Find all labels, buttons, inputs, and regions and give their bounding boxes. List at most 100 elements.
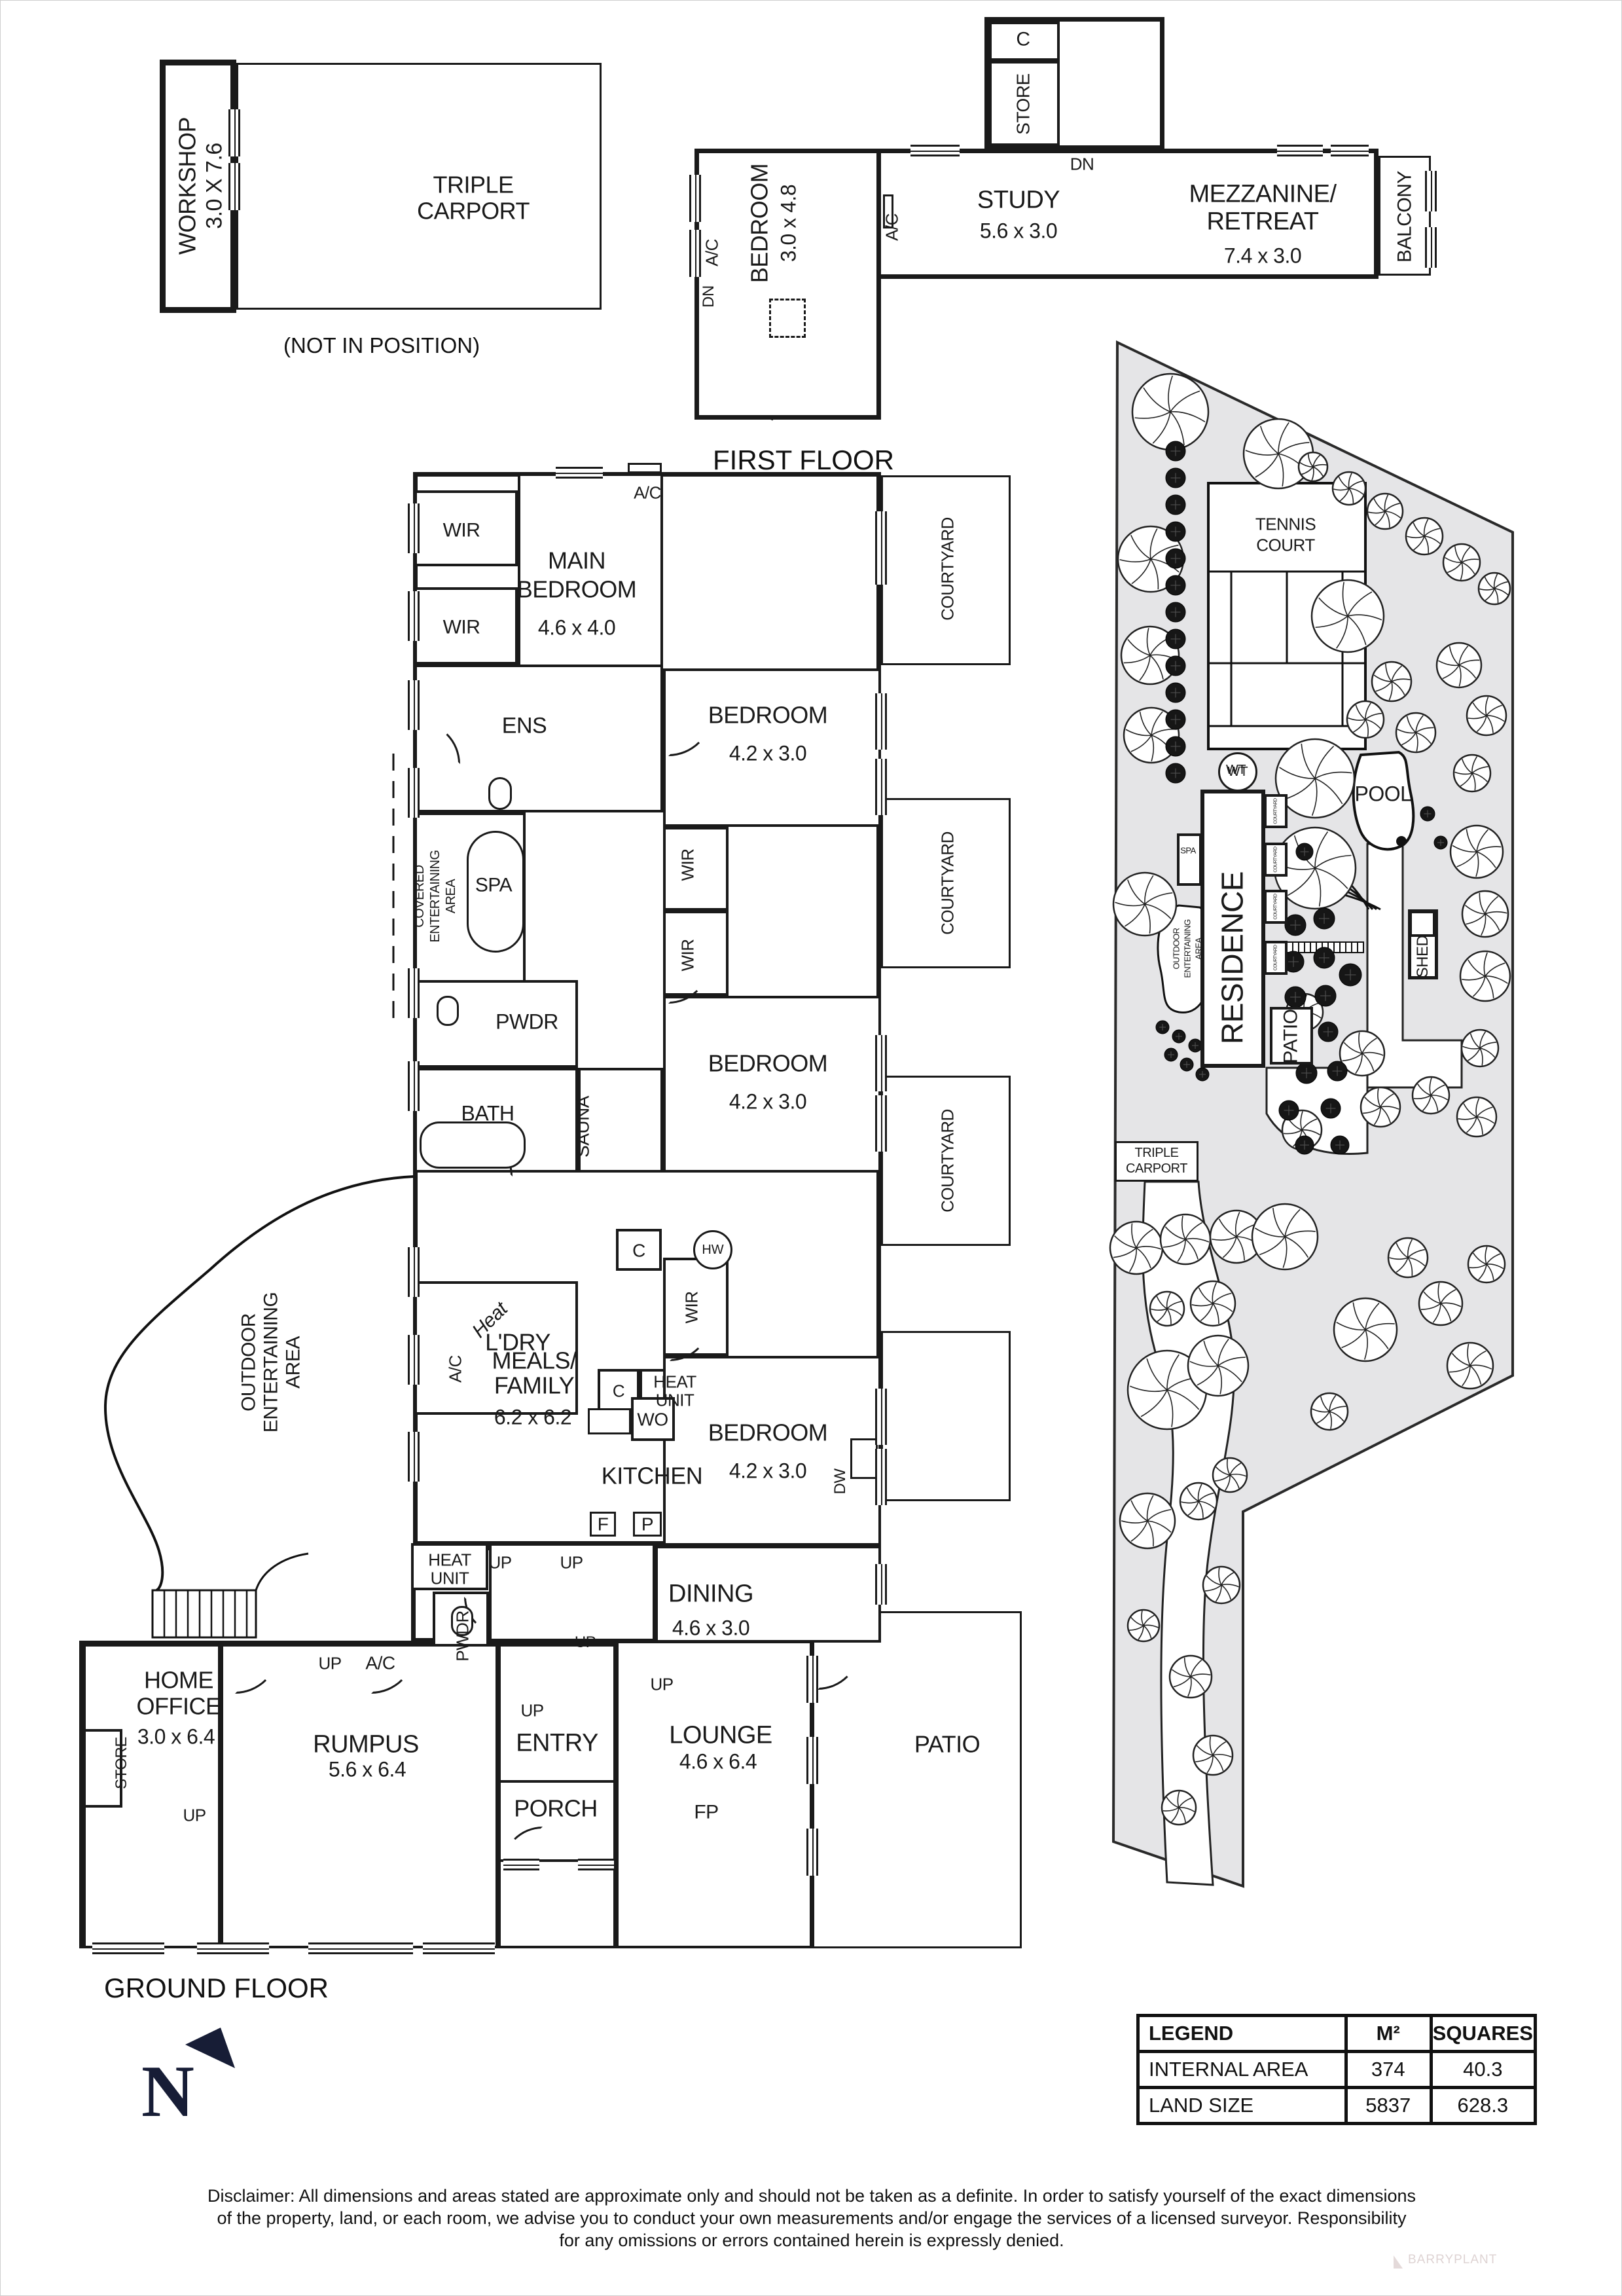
tree-icon — [1387, 1237, 1429, 1279]
tree-icon — [1212, 1457, 1248, 1493]
gf-bedroom1-dims-label: 4.2 x 3.0 — [729, 741, 807, 765]
tree-icon — [1112, 871, 1178, 937]
shrub-icon — [1295, 1135, 1314, 1155]
gf-outdoor-1-label: OUTDOOR — [238, 1313, 260, 1412]
gf-dw-label: DW — [831, 1468, 849, 1495]
window-icon — [408, 968, 420, 1018]
caption-first-floor: FIRST FLOOR — [713, 445, 894, 475]
workshop-name-label: WORKSHOP — [173, 117, 201, 255]
shrub-icon — [1313, 907, 1335, 930]
gf-dining-name-label: DINING — [668, 1580, 754, 1608]
site-spa-bump-box — [1177, 833, 1202, 886]
gf-covered-2-label: ENTERTAINING — [427, 850, 442, 943]
wall-ac-box-top-box — [628, 463, 662, 473]
window-icon — [408, 1335, 420, 1385]
shrub-icon — [1284, 914, 1307, 936]
gf-rumpus-ac-label: A/C — [365, 1652, 395, 1673]
window-icon — [408, 680, 420, 730]
hw-unit-icon: HW — [693, 1230, 732, 1269]
room-cupboard-1-box — [616, 1229, 662, 1271]
window-icon — [408, 503, 420, 553]
gf-wir-c-label: WIR — [681, 1291, 702, 1324]
window-icon — [875, 1389, 887, 1445]
window-icon — [875, 1564, 887, 1605]
gf-bedroom3-name-label: BEDROOM — [708, 1419, 828, 1446]
ff-closet-room-box — [989, 22, 1060, 61]
gf-up-6-label: UP — [520, 1700, 544, 1721]
gf-main-bedroom-ac-label: A/C — [634, 483, 661, 503]
gf-up-4-label: UP — [183, 1805, 206, 1825]
window-icon — [806, 1829, 818, 1876]
gf-patio-box-box — [812, 1611, 1022, 1948]
gf-meals-ac-label: A/C — [445, 1355, 465, 1383]
fixture-sink-box — [850, 1438, 878, 1479]
site-carport-1-label: TRIPLE — [1134, 1145, 1179, 1160]
gf-bedroom1-name-label: BEDROOM — [708, 701, 828, 729]
shrub-icon — [1284, 986, 1307, 1008]
tree-icon — [1126, 1349, 1208, 1430]
tree-icon — [1126, 1609, 1161, 1643]
gf-kitchen-label: KITCHEN — [601, 1462, 703, 1489]
tree-icon — [1405, 517, 1444, 556]
room-heat-unit-lower-box — [411, 1543, 488, 1590]
tree-icon — [1310, 579, 1385, 653]
gf-covered-3-label: AREA — [443, 879, 458, 914]
window-icon — [556, 467, 603, 479]
internal-area-label: INTERNAL AREA — [1136, 2050, 1348, 2089]
gf-ens-label: ENS — [501, 713, 547, 738]
gf-rumpus-dims-label: 5.6 x 6.4 — [328, 1757, 406, 1781]
room-wir-a-box — [663, 827, 729, 911]
tree-icon — [1168, 1654, 1213, 1699]
gf-wir-2-label: WIR — [442, 616, 480, 638]
gf-up-1-label: UP — [488, 1552, 512, 1573]
tree-icon — [1456, 1096, 1498, 1138]
gf-courtyard-box-4-box — [881, 1331, 1011, 1501]
window-icon — [228, 163, 240, 210]
room-bedroom-3-box — [663, 1356, 881, 1546]
gf-bedroom3-dims-label: 4.2 x 3.0 — [729, 1459, 807, 1483]
tree-icon — [1418, 1281, 1464, 1326]
shrub-icon — [1320, 1098, 1341, 1119]
fixture-bench-box — [588, 1408, 631, 1434]
tree-icon — [1460, 1029, 1500, 1068]
land-size-label: LAND SIZE — [1136, 2086, 1348, 2125]
window-icon — [1277, 145, 1323, 156]
window-icon — [197, 1942, 269, 1954]
window-icon — [92, 1942, 164, 1954]
tree-icon — [1209, 1209, 1264, 1264]
window-icon — [1331, 145, 1369, 156]
site-shed-label: SHED — [1413, 935, 1432, 978]
tree-icon — [1333, 1297, 1398, 1362]
shrub-icon — [1195, 1067, 1210, 1082]
fixture-pantry-box — [633, 1512, 662, 1537]
site-outdoor-2-label: ENTERTAINING — [1182, 919, 1193, 978]
window-icon — [408, 1061, 420, 1111]
tree-icon — [1159, 1213, 1212, 1266]
outdoor-steps — [151, 1589, 257, 1639]
gf-meals-1-label: MEALS/ — [492, 1347, 577, 1374]
workshop-dims-label: 3.0 X 7.6 — [202, 143, 227, 229]
tree-icon — [1449, 824, 1504, 879]
site-residence-label: RESIDENCE — [1215, 871, 1250, 1044]
spa-tub-icon — [467, 831, 524, 953]
gf-bedroom2-name-label: BEDROOM — [708, 1049, 828, 1077]
toilet-pwdr2-icon — [451, 1606, 473, 1636]
brand-watermark: BARRYPLANT — [1408, 2253, 1498, 2267]
window-icon — [910, 145, 960, 156]
shrub-icon — [1155, 1020, 1170, 1034]
disclaimer-line-2: of the property, land, or each room, we … — [217, 2208, 1407, 2228]
ff-study-dims-label: 5.6 x 3.0 — [979, 219, 1058, 243]
room-rumpus-box — [221, 1644, 498, 1948]
ff-bedroom-wing-box — [694, 149, 881, 420]
tree-icon — [1179, 1482, 1218, 1521]
window-icon — [228, 109, 240, 156]
shrub-icon — [1314, 985, 1337, 1007]
room-wir-b-box — [663, 911, 729, 996]
gf-bedroom2-dims-label: 4.2 x 3.0 — [729, 1089, 807, 1114]
tree-icon — [1442, 543, 1481, 582]
gf-home-office-dims-label: 3.0 x 6.4 — [137, 1724, 215, 1749]
ff-cupboard-label: C — [1016, 28, 1030, 50]
tree-icon — [1435, 642, 1483, 689]
gf-store-label: STORE — [112, 1737, 130, 1789]
north-arrow-icon — [185, 2028, 235, 2068]
